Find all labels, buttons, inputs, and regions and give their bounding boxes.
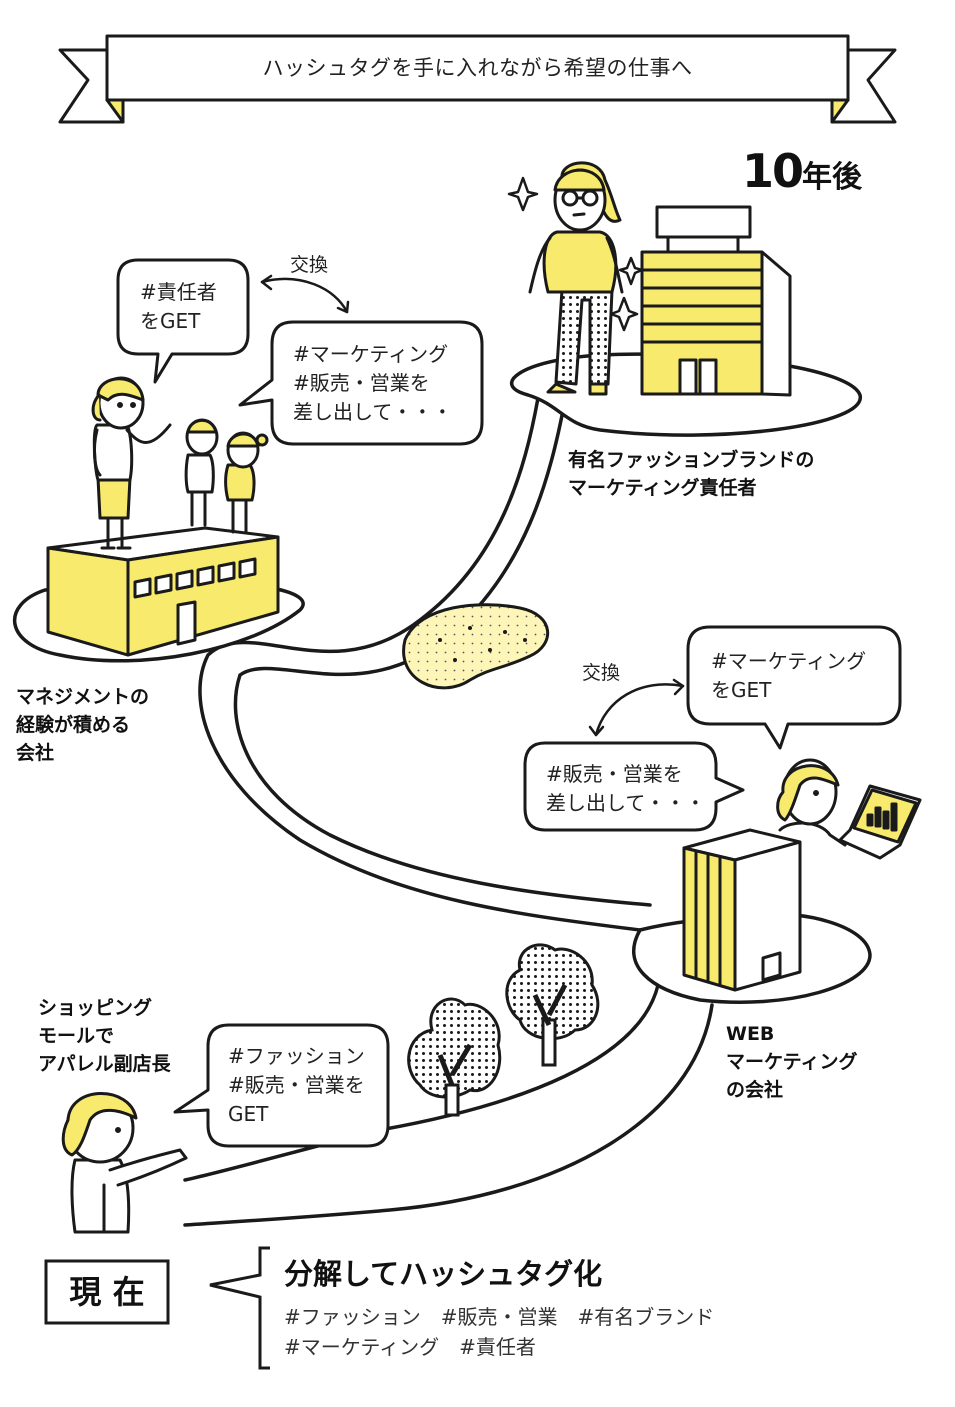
bubble-marketing-get [686, 625, 902, 750]
stop-label-mall: ショッピング モールで アパレル副店長 [38, 997, 171, 1075]
banner-title: ハッシュタグを手に入れながら希望の仕事へ [262, 56, 693, 80]
banner-ribbon [58, 34, 897, 124]
web-marketer-figure [776, 758, 922, 860]
future-unit: 年後 [802, 160, 863, 195]
bubble-fashion-get-text: #ファッション #販売・営業を GET [228, 1044, 365, 1126]
future-self-figure [528, 161, 624, 396]
sparkle-icons [507, 176, 644, 332]
bubble-responsible [116, 258, 250, 384]
bubble-responsible-text: #責任者 をGET [140, 280, 217, 333]
pond-dots [438, 626, 527, 662]
stop-label-fashion-brand: 有名ファッションブランドの マーケティング責任者 [568, 449, 815, 499]
bubble-marketing-offer [238, 320, 484, 446]
future-number: 10 [742, 144, 804, 198]
tree-right [505, 943, 600, 1067]
bubble-marketing-offer-text: #マーケティング #販売・営業を 差し出して・・・ [293, 342, 453, 424]
manager-woman-figure [91, 376, 172, 550]
exchange-label-lower: 交換 [582, 662, 621, 684]
pond [402, 603, 549, 690]
exchange-label-upper: 交換 [290, 254, 329, 276]
present-label: 現 在 [69, 1273, 145, 1311]
stop-label-web-marketing: WEB マーケティング の会社 [726, 1023, 858, 1101]
tree-left [407, 997, 502, 1117]
bubble-marketing-get-text: #マーケティング をGET [711, 649, 867, 702]
present-heading: 分解してハッシュタグ化 [284, 1257, 603, 1291]
present-box [44, 1259, 170, 1325]
exchange-arrow-lower [588, 678, 685, 737]
bubble-sales-offer [523, 741, 745, 832]
management-company-building [46, 526, 280, 657]
present-bracket [209, 1246, 270, 1370]
current-self-figure [61, 1092, 188, 1234]
present-tags-line1: #ファッション #販売・営業 #有名ブランド [284, 1305, 715, 1329]
bubble-fashion-get [173, 1023, 390, 1148]
web-marketing-building [682, 828, 802, 992]
future-label: 10年後 [742, 138, 892, 208]
fashion-hq-building [640, 205, 792, 397]
stop-label-management: マネジメントの 経験が積める 会社 [16, 686, 150, 764]
present-tags-line2: #マーケティング #責任者 [284, 1335, 536, 1359]
staff-figures [184, 418, 269, 534]
bubble-sales-offer-text: #販売・営業を 差し出して・・・ [546, 762, 706, 815]
winding-road [183, 396, 714, 1227]
exchange-arrow-upper [260, 274, 350, 314]
